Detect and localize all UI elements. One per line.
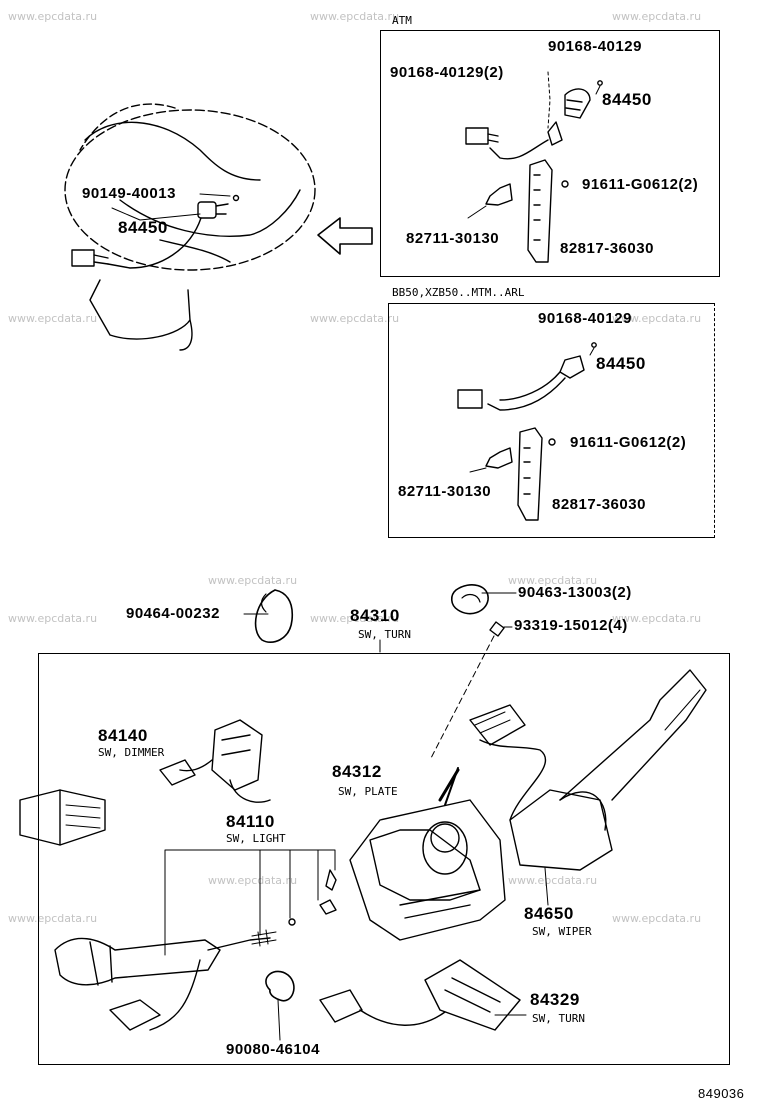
plate-number: 84312 [332, 762, 382, 781]
clamp-bottom-label: 90080-46104 [226, 1041, 320, 1058]
atm-heading: ATM [392, 14, 412, 27]
turn-number: 84329 [530, 990, 580, 1009]
wiper-desc: SW, WIPER [532, 925, 592, 938]
clamp-right-label: 90463-13003(2) [518, 584, 632, 601]
watermark: www.epcdata.ru [8, 912, 98, 925]
watermark: www.epcdata.ru [310, 612, 400, 625]
atm-screw-top-label: 90168-40129 [548, 38, 642, 55]
mtm-heading: BB50,XZB50..MTM..ARL [392, 286, 525, 299]
watermark: www.epcdata.ru [612, 10, 702, 23]
atm-bracket-label: 82817-36030 [560, 240, 654, 257]
dimmer-desc: SW, DIMMER [98, 746, 165, 759]
watermark: www.epcdata.ru [612, 312, 702, 325]
clamp-left-label: 90464-00232 [126, 605, 220, 622]
atm-drawing [465, 71, 603, 263]
watermark: www.epcdata.ru [612, 912, 702, 925]
watermark: www.epcdata.ru [208, 874, 298, 887]
light-desc: SW, LIGHT [226, 832, 286, 845]
turn-desc: SW, TURN [532, 1012, 585, 1025]
mtm-bracket-label: 82817-36030 [552, 496, 646, 513]
wiper-number: 84650 [524, 904, 574, 923]
watermark: www.epcdata.ru [508, 874, 598, 887]
light-stalk-drawing [54, 849, 337, 1031]
atm-variant-box [380, 30, 720, 277]
wiper-drawing [469, 669, 707, 871]
wheel-screw-label: 90149-40013 [82, 185, 176, 202]
watermark: www.epcdata.ru [208, 574, 298, 587]
atm-screw-pair-label: 90168-40129(2) [390, 64, 504, 81]
figure-number: 849036 [698, 1086, 745, 1101]
mtm-bolt-label: 91611-G0612(2) [570, 434, 687, 451]
watermark: www.epcdata.ru [612, 612, 702, 625]
watermark: www.epcdata.ru [310, 312, 400, 325]
atm-switch-label: 84450 [602, 90, 652, 109]
watermark: www.epcdata.ru [508, 574, 598, 587]
watermark: www.epcdata.ru [8, 612, 98, 625]
dimmer-number: 84140 [98, 726, 148, 745]
column-assembly-box [38, 653, 730, 1065]
light-number: 84110 [226, 812, 275, 831]
steering-wheel-drawing [64, 103, 316, 351]
watermark: www.epcdata.ru [310, 10, 400, 23]
atm-bolt-label: 91611-G0612(2) [582, 176, 699, 193]
wheel-switch-label: 84450 [118, 218, 168, 237]
mtm-drawing [457, 342, 597, 521]
watermark: www.epcdata.ru [8, 10, 98, 23]
combo-switch-desc: SW, TURN [358, 628, 411, 641]
mtm-clip-label: 82711-30130 [398, 483, 492, 500]
dimmer-drawing [159, 719, 271, 803]
mtm-variant-box [388, 303, 715, 538]
combo-switch-number: 84310 [350, 606, 400, 625]
mtm-screw-label: 90168-40129 [538, 310, 632, 327]
mtm-switch-label: 84450 [596, 354, 646, 373]
watermark: www.epcdata.ru [8, 312, 98, 325]
plate-desc: SW, PLATE [338, 785, 398, 798]
atm-clip-label: 82711-30130 [406, 230, 500, 247]
screw-label: 93319-15012(4) [514, 617, 628, 634]
